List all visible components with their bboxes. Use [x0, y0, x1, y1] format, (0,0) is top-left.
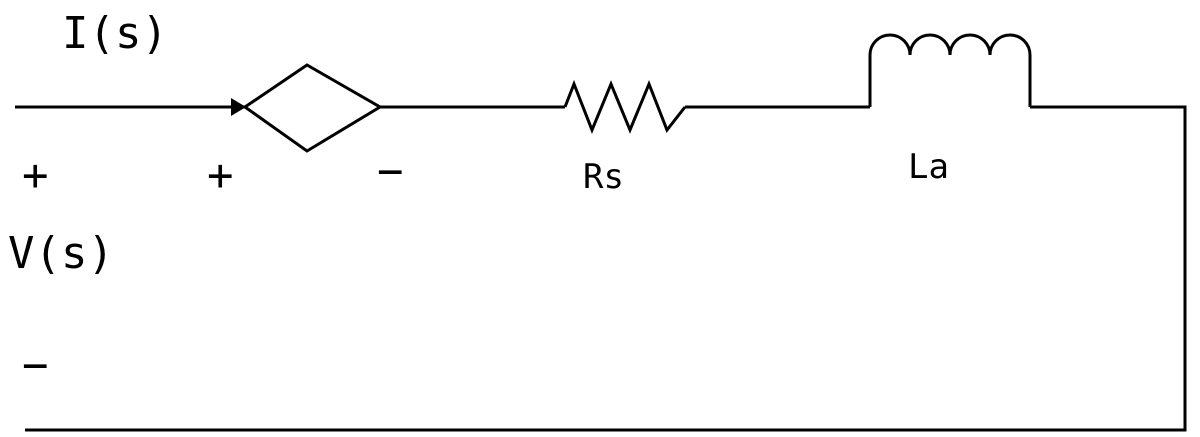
label-current: I(s) [62, 8, 168, 59]
resistor-rs [563, 79, 687, 135]
wire-return-path [25, 105, 1187, 432]
dependent-plus-sign: + [207, 150, 234, 201]
inductor-la [868, 33, 1032, 107]
label-voltage: V(s) [8, 228, 114, 279]
label-resistor: Rs [583, 157, 624, 197]
dependent-minus-sign: − [377, 146, 404, 197]
source-minus-sign: − [22, 340, 49, 391]
dependent-source-diamond [242, 63, 383, 153]
label-inductor: La [908, 147, 949, 187]
current-arrow-icon [231, 98, 246, 116]
source-plus-sign: + [22, 150, 49, 201]
